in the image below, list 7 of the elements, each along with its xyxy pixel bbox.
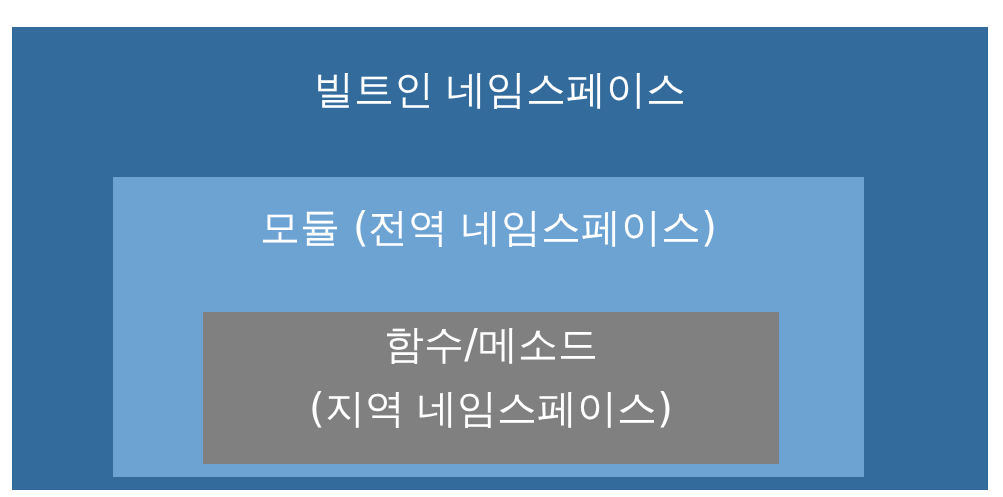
function-scope-box: [203, 312, 779, 464]
module-scope-box: [113, 177, 864, 477]
outer-scope-box: [12, 27, 988, 490]
scope-label: 빌트인 네임스페이스: [312, 65, 688, 113]
scope-label: 함수/메소드: [383, 320, 599, 368]
scope-label: 모듈 (전역 네임스페이스): [259, 203, 718, 251]
scope-label: (지역 네임스페이스): [308, 384, 674, 432]
